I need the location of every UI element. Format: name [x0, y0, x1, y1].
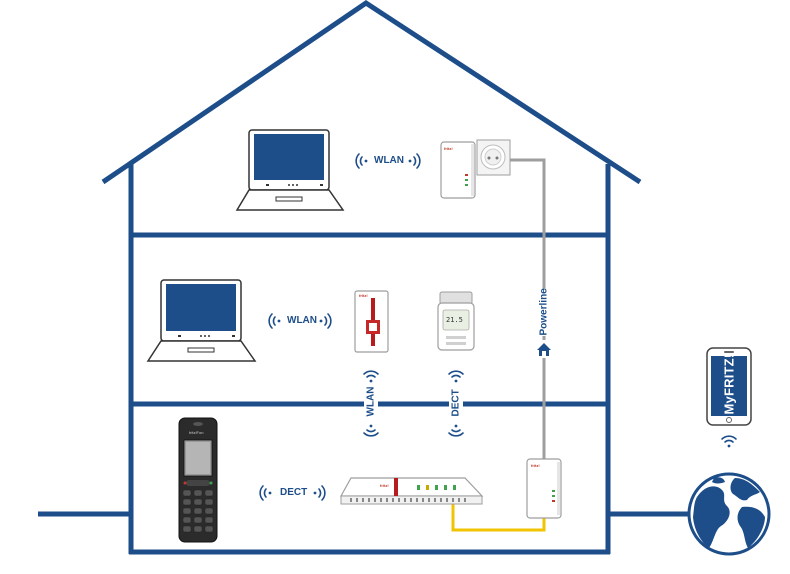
dect-label-vertical: DECT: [450, 389, 462, 417]
thermostat-temperature: 21.5: [446, 316, 463, 324]
internet-globe: [687, 472, 771, 556]
wifi-icon-vdect-bottom: [448, 424, 464, 437]
router-brand: fritz!: [380, 483, 389, 488]
router: [339, 477, 484, 505]
wifi-icon-dect-right: [313, 485, 326, 501]
powerline-brand: fritz!: [531, 463, 540, 468]
laptop-top: [235, 129, 345, 211]
wifi-icon-mid-left: [268, 313, 281, 329]
wifi-icon-top-right: [408, 153, 421, 169]
repeater-brand: fritz!: [359, 293, 368, 298]
wifi-icon-vwlan-top: [363, 370, 379, 383]
laptop-middle: [146, 279, 257, 362]
lan-cable: [451, 504, 546, 532]
wifi-icon-top-left: [355, 153, 368, 169]
smart-plug: [440, 139, 511, 199]
wifi-icon-dect-left: [259, 485, 272, 501]
radiator-thermostat: [437, 291, 475, 351]
powerline-label: Powerline: [538, 288, 550, 336]
wifi-icon-smartphone: [721, 435, 737, 448]
house-outline: [38, 0, 690, 555]
wlan-label-vertical: WLAN: [365, 386, 377, 417]
handset-brand: fritz!Fon: [189, 430, 204, 435]
powerline-house-icon: [537, 340, 551, 358]
powerline-adapter: [526, 458, 562, 519]
powerline-cable: [510, 158, 546, 460]
wlan-label-top: WLAN: [374, 155, 404, 166]
wlan-label-middle: WLAN: [287, 315, 317, 326]
wifi-icon-mid-right: [319, 313, 332, 329]
wifi-icon-vdect-top: [448, 370, 464, 383]
dect-label-bottom: DECT: [280, 487, 308, 498]
smartphone: [706, 347, 752, 426]
wifi-icon-vwlan-bottom: [363, 424, 379, 437]
myfritz-label: MyFRITZ!: [721, 353, 737, 415]
dect-handset: [178, 417, 218, 543]
house-roof: [101, 0, 642, 185]
wlan-repeater: [354, 290, 389, 353]
plug-brand: fritz!: [444, 146, 453, 151]
